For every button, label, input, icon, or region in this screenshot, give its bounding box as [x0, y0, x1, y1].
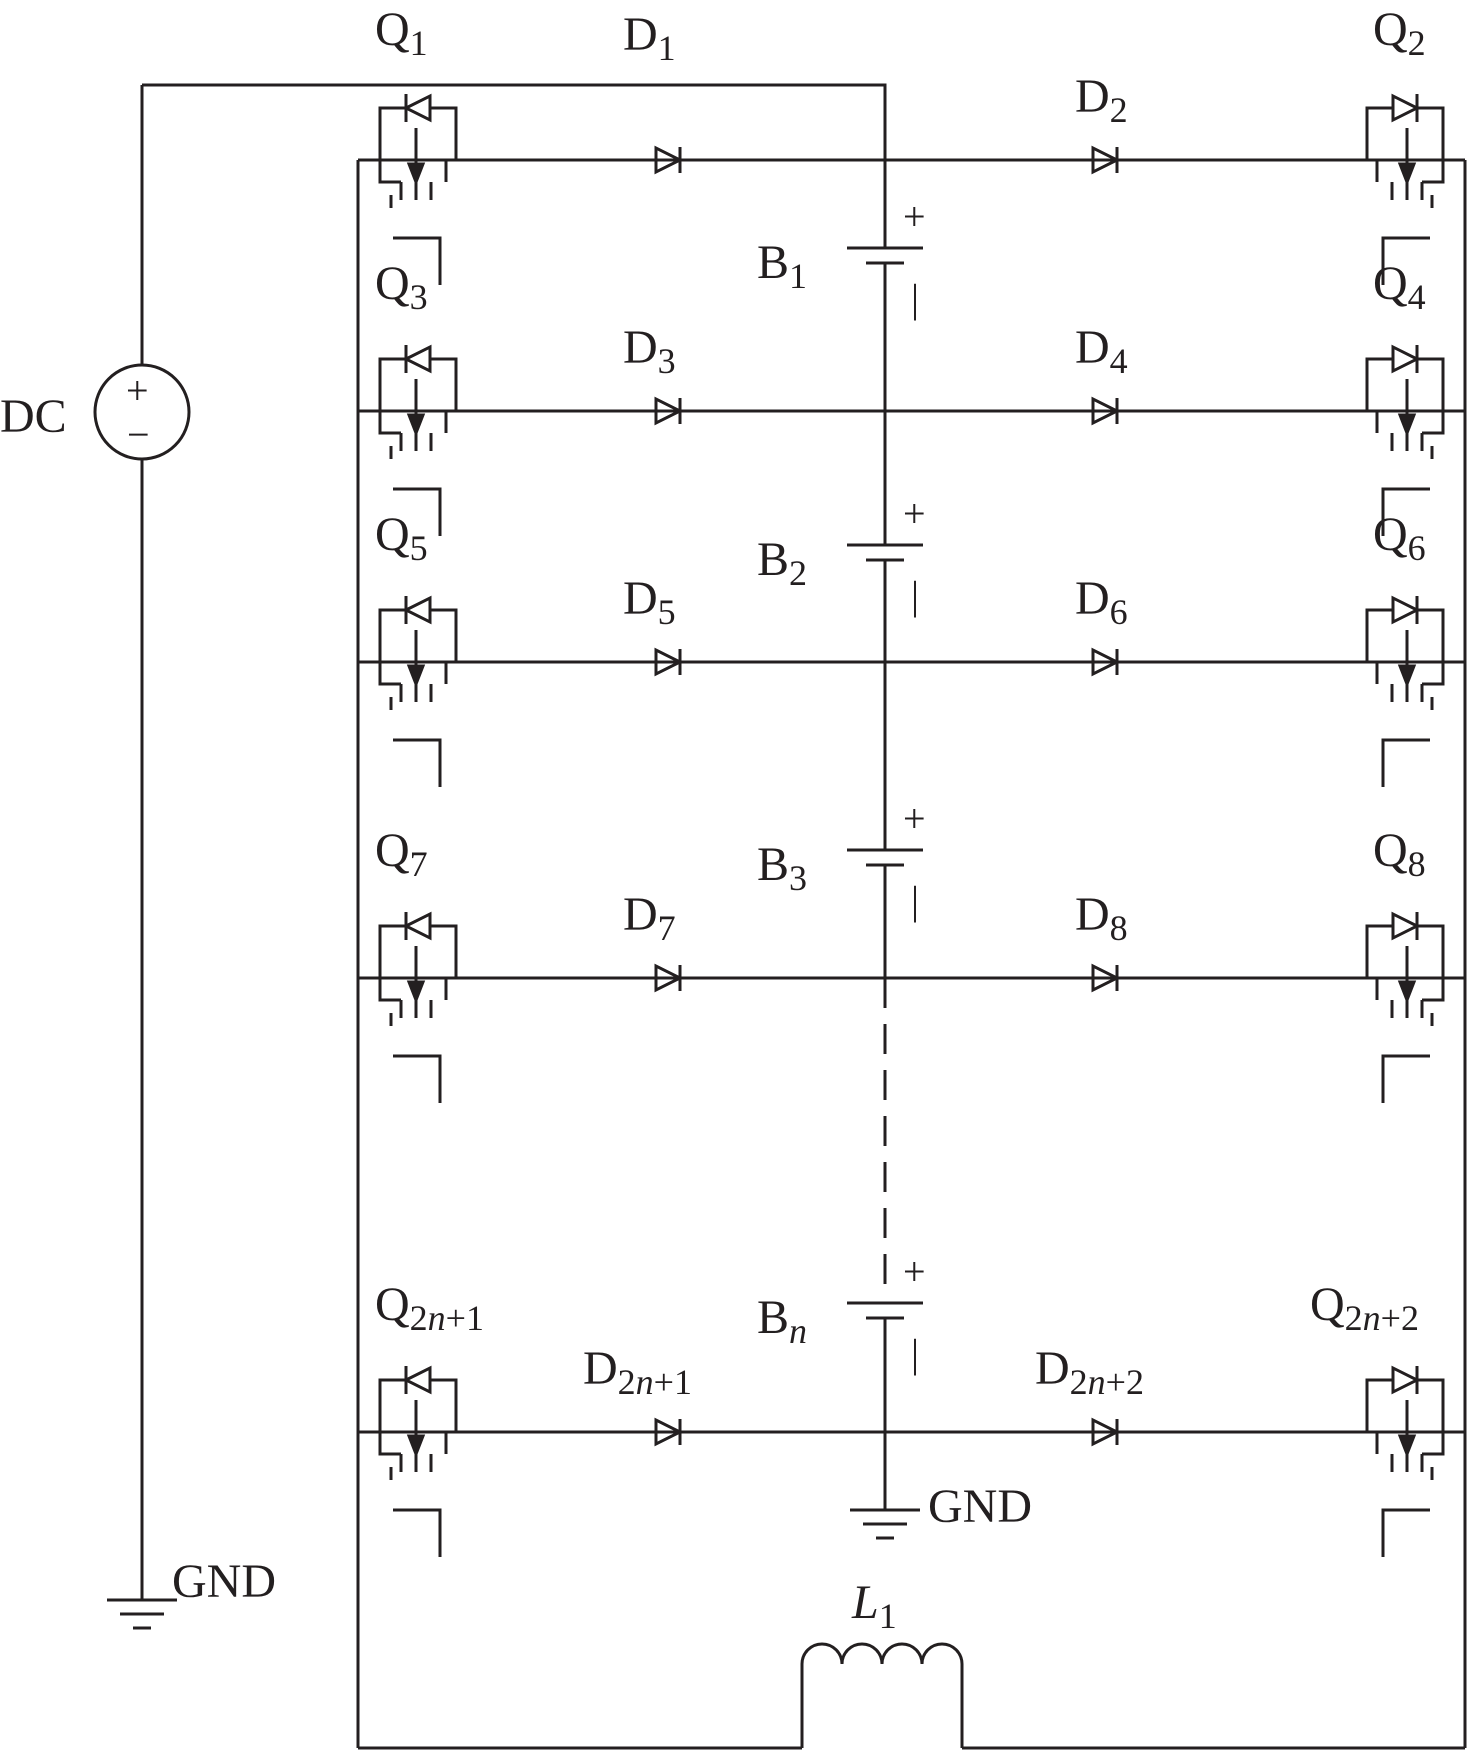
battery-2-icon: [847, 543, 923, 562]
battery-n-minus: |: [911, 1331, 919, 1376]
right-mosfet-icon: [1365, 911, 1445, 1103]
right-switch-label: Q2: [1373, 3, 1426, 63]
battery-3-plus: +: [903, 796, 926, 841]
right-diode-label: D8: [1075, 888, 1128, 948]
right-diode-icon: [1091, 647, 1121, 677]
battery-1-minus: |: [911, 276, 919, 321]
battery-1-label: B1: [757, 236, 807, 296]
left-diode-icon: [654, 647, 684, 677]
center-ground-label: GND: [928, 1480, 1032, 1533]
left-diode-icon: [654, 396, 684, 426]
dc-source-label: DC: [0, 390, 67, 443]
left-switch-label: Q5: [375, 508, 428, 568]
battery-n-icon: [847, 1301, 923, 1320]
right-diode-icon: [1091, 396, 1121, 426]
right-switch-label: Q2n+2: [1310, 1278, 1419, 1338]
left-diode-label: D1: [623, 8, 676, 68]
right-diode-label: D4: [1075, 321, 1128, 381]
left-diode-icon: [654, 1417, 684, 1447]
left-diode-label: D5: [623, 572, 676, 632]
battery-3-label: B3: [757, 838, 807, 898]
right-switch-label: Q4: [1373, 257, 1426, 317]
left-switch-label: Q7: [375, 824, 428, 884]
right-mosfet-icon: [1365, 93, 1445, 285]
left-diode-label: D3: [623, 321, 676, 381]
left-diode-label: D7: [623, 888, 676, 948]
left-mosfet-icon: [378, 595, 458, 787]
right-diode-icon: [1091, 145, 1121, 175]
battery-2-plus: +: [903, 491, 926, 536]
right-switch-label: Q6: [1373, 508, 1426, 568]
battery-2-label: B2: [757, 533, 807, 593]
center-ground-icon: [850, 1508, 920, 1540]
right-diode-label: D2: [1075, 70, 1128, 130]
right-mosfet-icon: [1365, 595, 1445, 787]
left-ground-icon: [107, 1598, 177, 1630]
battery-1-icon: [847, 246, 923, 265]
battery-3-icon: [847, 848, 923, 867]
left-diode-label: D2n+1: [583, 1342, 692, 1402]
battery-3-minus: |: [911, 878, 919, 923]
right-switch-label: Q8: [1373, 824, 1426, 884]
left-switch-label: Q1: [375, 3, 428, 63]
dc-minus-sign: −: [127, 412, 150, 457]
battery-1-plus: +: [903, 194, 926, 239]
inductor-icon: [358, 1642, 1465, 1750]
battery-n-plus: +: [903, 1249, 926, 1294]
dc-plus-sign: +: [126, 368, 149, 413]
right-diode-label: D2n+2: [1035, 1342, 1144, 1402]
right-mosfet-icon: [1365, 1365, 1445, 1557]
dc-source: + − DC: [0, 83, 887, 1600]
right-diode-icon: [1091, 963, 1121, 993]
left-ground-label: GND: [172, 1555, 276, 1608]
left-mosfet-icon: [378, 911, 458, 1103]
left-diode-icon: [654, 145, 684, 175]
left-mosfet-icon: [378, 344, 458, 536]
inductor-label: L1: [851, 1576, 897, 1636]
right-mosfet-icon: [1365, 344, 1445, 536]
right-diode-icon: [1091, 1417, 1121, 1447]
battery-2-minus: |: [911, 573, 919, 618]
left-switch-label: Q3: [375, 257, 428, 317]
left-mosfet-icon: [378, 93, 458, 285]
left-switch-label: Q2n+1: [375, 1278, 484, 1338]
battery-n-label: Bn: [757, 1291, 807, 1351]
right-diode-label: D6: [1075, 572, 1128, 632]
left-mosfet-icon: [378, 1365, 458, 1557]
left-diode-icon: [654, 963, 684, 993]
